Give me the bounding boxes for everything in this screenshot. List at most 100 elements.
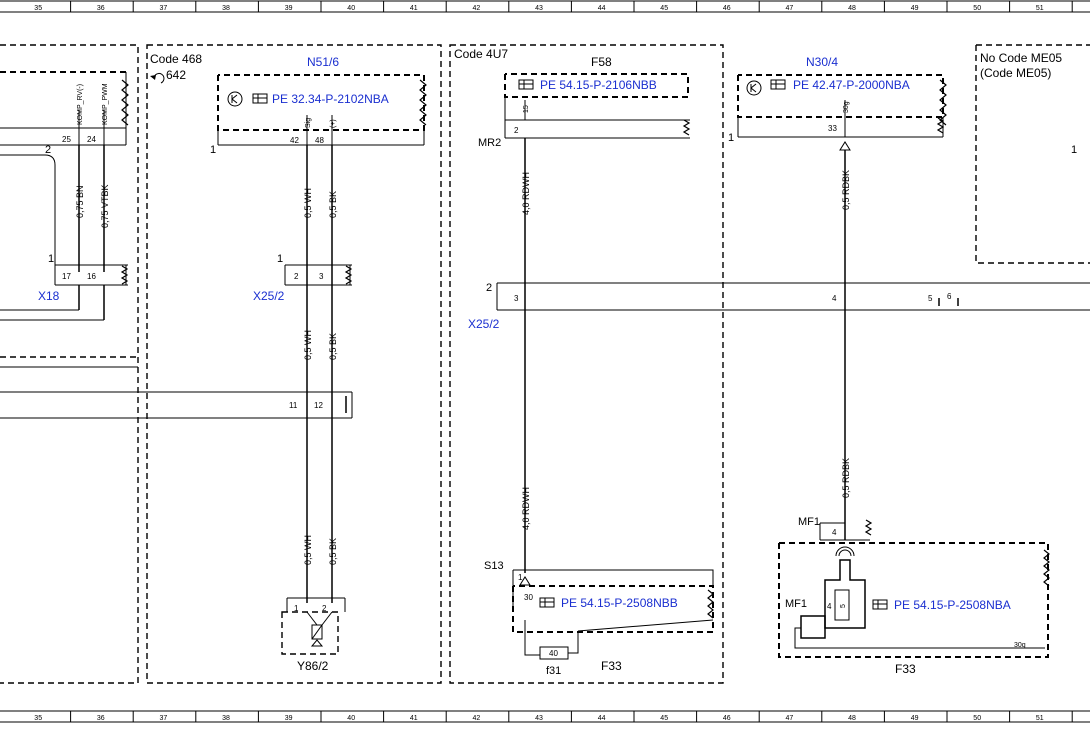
x25-2-label-right[interactable]: X25/2 — [468, 317, 500, 331]
ruler-column-label: 39 — [285, 715, 293, 722]
code-468-label: Code 468 — [150, 52, 202, 66]
mr2-label: MR2 — [478, 137, 501, 149]
ruler-column-label: 49 — [911, 715, 919, 722]
ruler-column-label: 45 — [660, 5, 668, 12]
ruler-column-label: 42 — [473, 5, 481, 12]
pin-1-n30: 1 — [728, 132, 734, 144]
f33-ref-link-b[interactable]: PE 54.15-P-2508NBA — [894, 598, 1011, 612]
ruler-column-label: 42 — [473, 715, 481, 722]
ruler-column-label: 39 — [285, 5, 293, 12]
pin-30g-f33: 30g — [1014, 642, 1026, 649]
rdbk-wire: 0,5 RDBK 0,5 RDBK — [841, 150, 851, 540]
ruler-column-label: 38 — [222, 5, 230, 12]
ruler-column-label: 44 — [598, 715, 606, 722]
ruler-column-label: 48 — [848, 715, 856, 722]
pin-1-s13: 1 — [518, 573, 523, 582]
pin-2-x252: 2 — [294, 272, 299, 281]
pin-1-x18: 1 — [48, 253, 54, 265]
left-connector: KOMP_RV(-) KOMP_PWM 25 24 2 0,75 BN 0,75… — [0, 71, 129, 321]
y86-2-valve: 1 2 Y86/2 — [281, 597, 346, 673]
rotate-arrow-icon — [150, 72, 165, 84]
pin-16: 16 — [87, 272, 96, 281]
pin-y-1: 1 — [294, 604, 299, 613]
pin-40: 40 — [549, 649, 558, 658]
pin-3-x252r: 3 — [514, 294, 519, 303]
pin-6: 6 — [947, 292, 952, 301]
pin-1-n51: 1 — [210, 144, 216, 156]
f31-label: f31 — [546, 665, 561, 677]
f33-ref-link-a[interactable]: PE 54.15-P-2508NBB — [561, 596, 678, 610]
f33-label-a: F33 — [601, 659, 622, 673]
pin-komp-rv: KOMP_RV(-) — [77, 84, 84, 125]
no-code-me05-label: No Code ME05 — [980, 51, 1062, 65]
pin-4-x252r: 4 — [832, 294, 837, 303]
ruler-column-label: 50 — [973, 5, 981, 12]
n51-6-ref-link[interactable]: PE 32.34-P-2102NBA — [272, 92, 389, 106]
wire-label-bk2: 0,5 BK — [328, 333, 338, 360]
y86-2-label: Y86/2 — [297, 659, 329, 673]
f33-label-b: F33 — [895, 662, 916, 676]
ruler-column-label: 50 — [973, 715, 981, 722]
pin-2-f58: 2 — [514, 126, 519, 135]
ground-triangle-icon — [839, 141, 851, 151]
pin-33: 33 — [828, 124, 837, 133]
pin-1-right: 1 — [1071, 144, 1077, 156]
pin-komp-pwm: KOMP_PWM — [102, 83, 109, 125]
wire-label-wh2: 0,5 WH — [303, 330, 313, 360]
mf1-label-a: MF1 — [798, 516, 820, 528]
ruler-column-label: 44 — [598, 5, 606, 12]
ruler-column-label: 36 — [97, 5, 105, 12]
f58-ref-link[interactable]: PE 54.15-P-2106NBB — [540, 78, 657, 92]
wire-label-rdbk1: 0,5 RDBK — [841, 170, 851, 210]
ruler-column-label: 43 — [535, 715, 543, 722]
ruler-column-label: 51 — [1036, 5, 1044, 12]
ruler-column-label: 45 — [660, 715, 668, 722]
ruler-column-label: 46 — [723, 715, 731, 722]
pointing-hand-icon — [518, 79, 534, 90]
pin-15: 15 — [523, 105, 530, 113]
pin-48: 48 — [315, 136, 324, 145]
n30-4-ref-link[interactable]: PE 42.47-P-2000NBA — [793, 78, 910, 92]
ruler-column-label: 35 — [34, 5, 42, 12]
x25-2-label-left[interactable]: X25/2 — [253, 289, 285, 303]
pin-30g-n30: 30g — [843, 101, 850, 113]
wire-label-rdwh1: 4,0 RDWH — [521, 172, 531, 215]
x18-label[interactable]: X18 — [38, 289, 60, 303]
ruler-column-label: 41 — [410, 5, 418, 12]
ruler-column-label: 48 — [848, 5, 856, 12]
pin-25: 25 — [62, 135, 71, 144]
n51-6-component: N51/6 PE 32.34-P-2102NBA Sig (+) 42 48 1 — [210, 55, 427, 156]
pointing-hand-icon — [872, 599, 888, 610]
ruler-column-label: 47 — [786, 5, 794, 12]
ruler-column-label: 41 — [410, 715, 418, 722]
pin-24: 24 — [87, 135, 96, 144]
ruler-column-label: 43 — [535, 5, 543, 12]
wire-label-wh3: 0,5 WH — [303, 535, 313, 565]
ruler-column-label: 40 — [347, 715, 355, 722]
pin-1-x252: 1 — [277, 253, 283, 265]
s13-f33-component: S13 1 30 PE 54.15-P-2508NBB 40 f31 F33 — [484, 560, 714, 677]
transistor-icon — [227, 91, 243, 107]
n51-6-title[interactable]: N51/6 — [307, 55, 339, 69]
pin-4-mf1: 4 — [832, 528, 837, 537]
pin-11: 11 — [289, 401, 298, 410]
pin-plus: (+) — [330, 119, 337, 128]
mf1-f33-component: MF1 4 4 5 MF1 PE 54.15-P-2508NBA 30g F33 — [778, 516, 1050, 676]
n30-4-title[interactable]: N30/4 — [806, 55, 838, 69]
wire-label-bn: 0,75 BN — [75, 185, 85, 218]
ruler-column-label: 40 — [347, 5, 355, 12]
wire-label-bk3: 0,5 BK — [328, 538, 338, 565]
pin-5-fuse: 5 — [840, 604, 847, 608]
x25-2-connector-left: 1 2 3 X25/2 — [253, 253, 353, 303]
pointing-hand-icon — [770, 79, 786, 90]
ruler-column-label: 51 — [1036, 715, 1044, 722]
pin-17: 17 — [62, 272, 71, 281]
wire-label-bk1: 0,5 BK — [328, 191, 338, 218]
section-frames — [0, 44, 1090, 684]
pin-3-x252: 3 — [319, 272, 324, 281]
s13-label: S13 — [484, 560, 504, 572]
pin-sig: Sig — [305, 118, 312, 128]
pin-2-left: 2 — [45, 144, 51, 156]
